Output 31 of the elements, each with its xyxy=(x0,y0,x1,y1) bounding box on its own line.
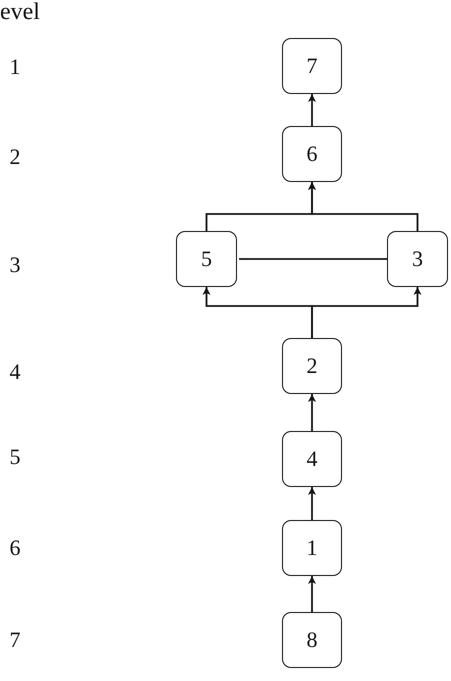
node-number: 1 xyxy=(306,537,318,559)
connector-line xyxy=(239,258,387,260)
node-number: 8 xyxy=(306,629,318,651)
rounded-box xyxy=(282,338,342,394)
node-number: 2 xyxy=(306,355,318,377)
rounded-box xyxy=(282,431,342,487)
arrow xyxy=(308,576,316,612)
arrow xyxy=(311,287,422,338)
arrow xyxy=(308,182,418,231)
column-heading: evel xyxy=(0,0,40,24)
rounded-box xyxy=(282,126,342,182)
rounded-box xyxy=(282,612,342,668)
node-number: 4 xyxy=(306,448,318,470)
arrow xyxy=(308,94,316,126)
node-number: 6 xyxy=(306,143,318,165)
rounded-box xyxy=(282,38,342,94)
level-number: 2 xyxy=(10,146,20,168)
level-number: 7 xyxy=(10,629,20,651)
node-number: 7 xyxy=(306,55,318,77)
node-number: 5 xyxy=(201,248,212,270)
node-number: 3 xyxy=(412,248,423,270)
rounded-box xyxy=(176,231,237,287)
arrow xyxy=(308,487,316,520)
level-number: 6 xyxy=(10,537,20,559)
rounded-box xyxy=(387,231,448,287)
arrow xyxy=(308,394,316,431)
level-number: 3 xyxy=(10,254,20,276)
level-number: 1 xyxy=(10,56,20,78)
rounded-box xyxy=(282,520,342,576)
level-number: 5 xyxy=(10,446,20,468)
level-number: 4 xyxy=(10,361,20,383)
